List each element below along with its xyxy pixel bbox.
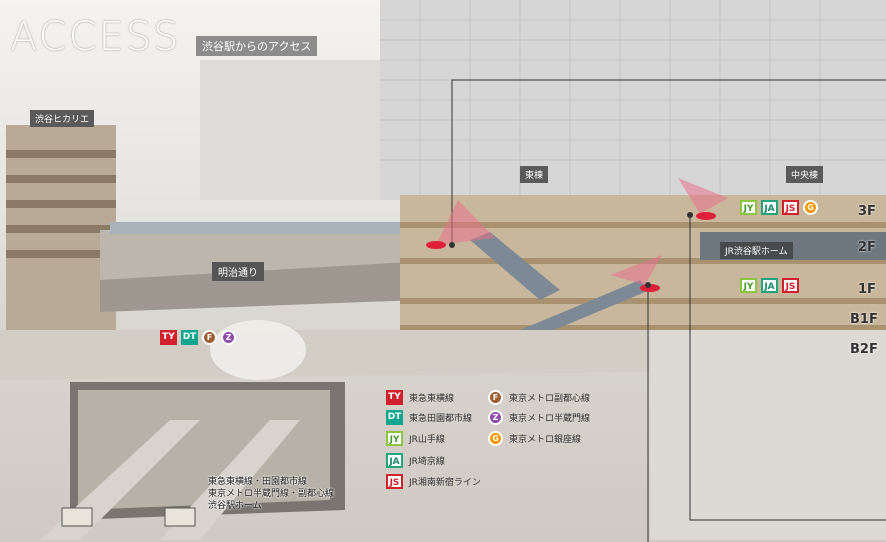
hikarie-building — [6, 125, 116, 345]
legend-item-jy: JY JR山手線 — [386, 431, 445, 446]
page-title: ACCESS — [10, 14, 181, 60]
line-badge-ja: JA — [761, 278, 778, 293]
station-floor-slabs — [400, 222, 886, 331]
line-badge-z: Z — [221, 330, 236, 345]
legend-item-g: G 東京メトロ銀座線 — [488, 431, 581, 446]
line-badge-dt: DT — [181, 330, 198, 345]
train-front-2 — [164, 507, 196, 527]
road-label: 明治通り — [212, 262, 264, 281]
platform-label-line3: 渋谷駅ホーム — [208, 501, 262, 511]
hikarie-floors — [6, 150, 116, 258]
floor-label-b2f: B2F — [850, 342, 878, 357]
line-badge-jy: JY — [740, 200, 757, 215]
escalator-east — [470, 232, 560, 300]
line-badge-f: F — [202, 330, 217, 345]
jr-platform-label: JR渋谷駅ホーム — [720, 242, 793, 259]
legend-badge-dt: DT — [386, 410, 403, 425]
building-label-central: 中央棟 — [786, 166, 824, 183]
meiji-dori-road — [100, 262, 420, 312]
line-badge-g: G — [803, 200, 818, 215]
legend-item-js: JS JR湘南新宿ライン — [386, 474, 481, 489]
platform-label-line2: 東京メトロ半蔵門線・副都心線 — [208, 489, 335, 499]
midground-building — [200, 60, 380, 200]
floor-label-1f: 1F — [858, 282, 876, 297]
atrium-light — [210, 320, 306, 380]
legend-text: 東京メトロ半蔵門線 — [509, 414, 591, 424]
legend-badge-f: F — [488, 390, 503, 405]
legend-text: 東急東横線 — [409, 394, 455, 404]
line-badge-jy: JY — [740, 278, 757, 293]
legend-badge-ty: TY — [386, 390, 403, 405]
floor-label-3f: 3F — [858, 204, 876, 219]
floor3-line-badges: JY JA JS G — [740, 200, 818, 215]
legend-item-f: F 東京メトロ副都心線 — [488, 390, 590, 405]
floor-label-b1f: B1F — [850, 312, 878, 327]
legend-text: 東京メトロ副都心線 — [509, 394, 591, 404]
floor-label-2f: 2F — [858, 240, 876, 255]
legend-item-dt: DT 東急田園都市線 — [386, 410, 472, 425]
pedestrian-deck-glass — [110, 222, 410, 234]
legend-badge-g: G — [488, 431, 503, 446]
train-front-1 — [61, 507, 93, 527]
line-badge-js: JS — [782, 278, 799, 293]
legend-text: JR埼京線 — [409, 457, 445, 467]
camera-view-cones — [426, 178, 728, 292]
page-subtitle: 渋谷駅からのアクセス — [196, 36, 318, 56]
legend-badge-z: Z — [488, 410, 503, 425]
legend-text: JR湘南新宿ライン — [409, 478, 481, 488]
leader-lines — [451, 79, 886, 542]
legend-badge-js: JS — [386, 474, 403, 489]
legend-text: JR山手線 — [409, 435, 445, 445]
b2f-area — [650, 330, 886, 540]
building-label-hikarie: 渋谷ヒカリエ — [30, 110, 95, 127]
floor1-line-badges: JY JA JS — [740, 278, 799, 293]
legend-item-ja: JA JR埼京線 — [386, 453, 445, 468]
legend-badge-ja: JA — [386, 453, 403, 468]
tunnel-interior — [78, 390, 330, 510]
underground-platform-label: 東急東横線・田園都市線 東京メトロ半蔵門線・副都心線 渋谷駅ホーム — [208, 476, 334, 512]
platform-label-line1: 東急東横線・田園都市線 — [208, 477, 308, 487]
building-label-east: 東棟 — [520, 166, 549, 183]
concourse-line-badges: TY DT F Z — [160, 330, 236, 345]
legend-item-ty: TY 東急東横線 — [386, 390, 454, 405]
legend-item-z: Z 東京メトロ半蔵門線 — [488, 410, 590, 425]
line-badge-ja: JA — [761, 200, 778, 215]
legend-badge-jy: JY — [386, 431, 403, 446]
legend-text: 東急田園都市線 — [409, 414, 473, 424]
escalator-central — [520, 280, 650, 340]
concourse-floor — [0, 330, 650, 380]
legend-text: 東京メトロ銀座線 — [509, 435, 582, 445]
line-badge-ty: TY — [160, 330, 177, 345]
line-badge-js: JS — [782, 200, 799, 215]
